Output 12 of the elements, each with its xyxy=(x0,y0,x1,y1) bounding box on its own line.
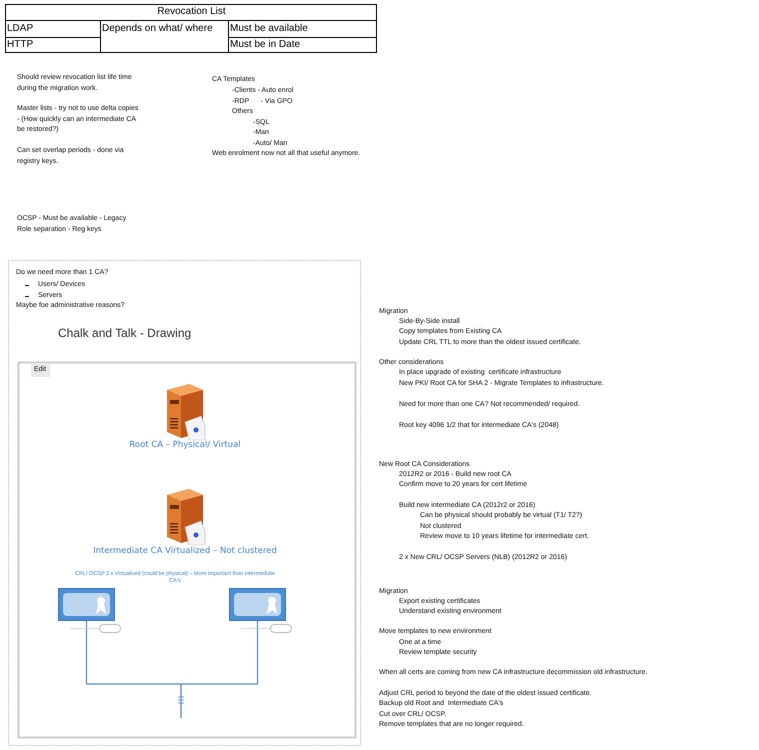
certificate-server-icon xyxy=(58,588,115,621)
table-cell-text: Must be available xyxy=(229,22,309,36)
server-caption: Intermediate CA Virtualized – Not clustered xyxy=(92,546,278,556)
connector-line xyxy=(180,621,258,718)
server-caption: Root CA – Physical/ Virtual xyxy=(128,440,242,450)
drawing-title: Chalk and Talk - Drawing xyxy=(58,325,192,341)
certificate-server-icon xyxy=(229,588,286,621)
table-cell-text: LDAP xyxy=(6,22,34,36)
table-cell-text: Depends on what/ where xyxy=(101,22,214,36)
table-cell-text: HTTP xyxy=(6,38,34,52)
table-header: Revocation List xyxy=(156,5,227,19)
table-cell-text: Must be in Date xyxy=(229,38,302,52)
